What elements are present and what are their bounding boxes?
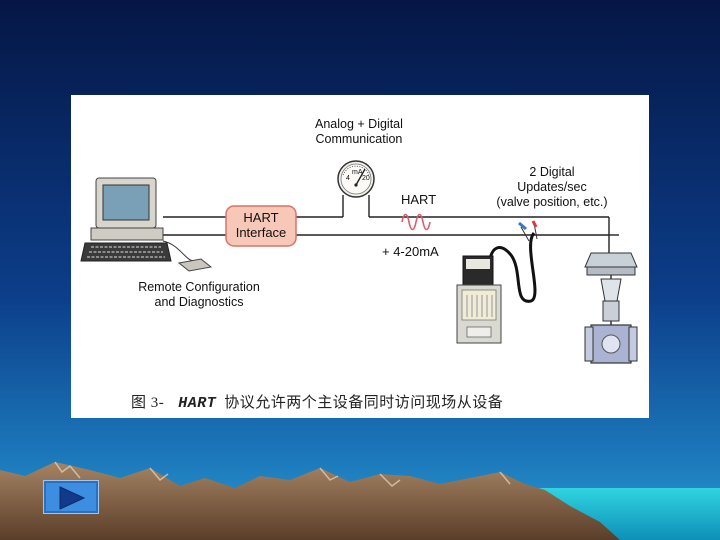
play-right-icon xyxy=(59,486,86,510)
hart-signal-label: HART xyxy=(401,192,437,207)
caption-prefix: 图 3- xyxy=(131,395,165,411)
loop-wires xyxy=(163,195,619,255)
meter-scale-low: 4 xyxy=(346,175,350,182)
hart-interface-box xyxy=(225,205,297,247)
remote-config-label: Remote Configuration and Diagnostics xyxy=(138,280,260,309)
meter-unit: mA xyxy=(352,169,363,176)
computer-icon xyxy=(80,177,213,272)
digital-updates-label: 2 Digital Updates/sec (valve position, e… xyxy=(496,165,608,209)
diagram-drawing xyxy=(80,160,638,364)
meter-label: Analog + Digital Communication xyxy=(315,117,403,146)
meter-scale-high: 20 xyxy=(362,175,370,182)
control-valve-icon xyxy=(584,252,638,364)
mountains xyxy=(0,462,620,540)
caption-text: 协议允许两个主设备同时访问现场从设备 xyxy=(224,395,504,411)
caption-hart: HART xyxy=(178,395,217,412)
hart-interface-label: HART Interface xyxy=(235,210,287,240)
current-loop-label: + 4-20mA xyxy=(382,244,439,259)
hart-signal-wave xyxy=(401,213,431,231)
handheld-communicator-icon xyxy=(456,220,538,344)
next-slide-button[interactable] xyxy=(43,480,99,514)
ammeter-icon xyxy=(337,160,375,198)
hart-diagram: 4 mA 20 Analog + Digital Communication H… xyxy=(71,95,649,418)
figure-caption: 图 3- HART 协议允许两个主设备同时访问现场从设备 xyxy=(131,391,503,412)
